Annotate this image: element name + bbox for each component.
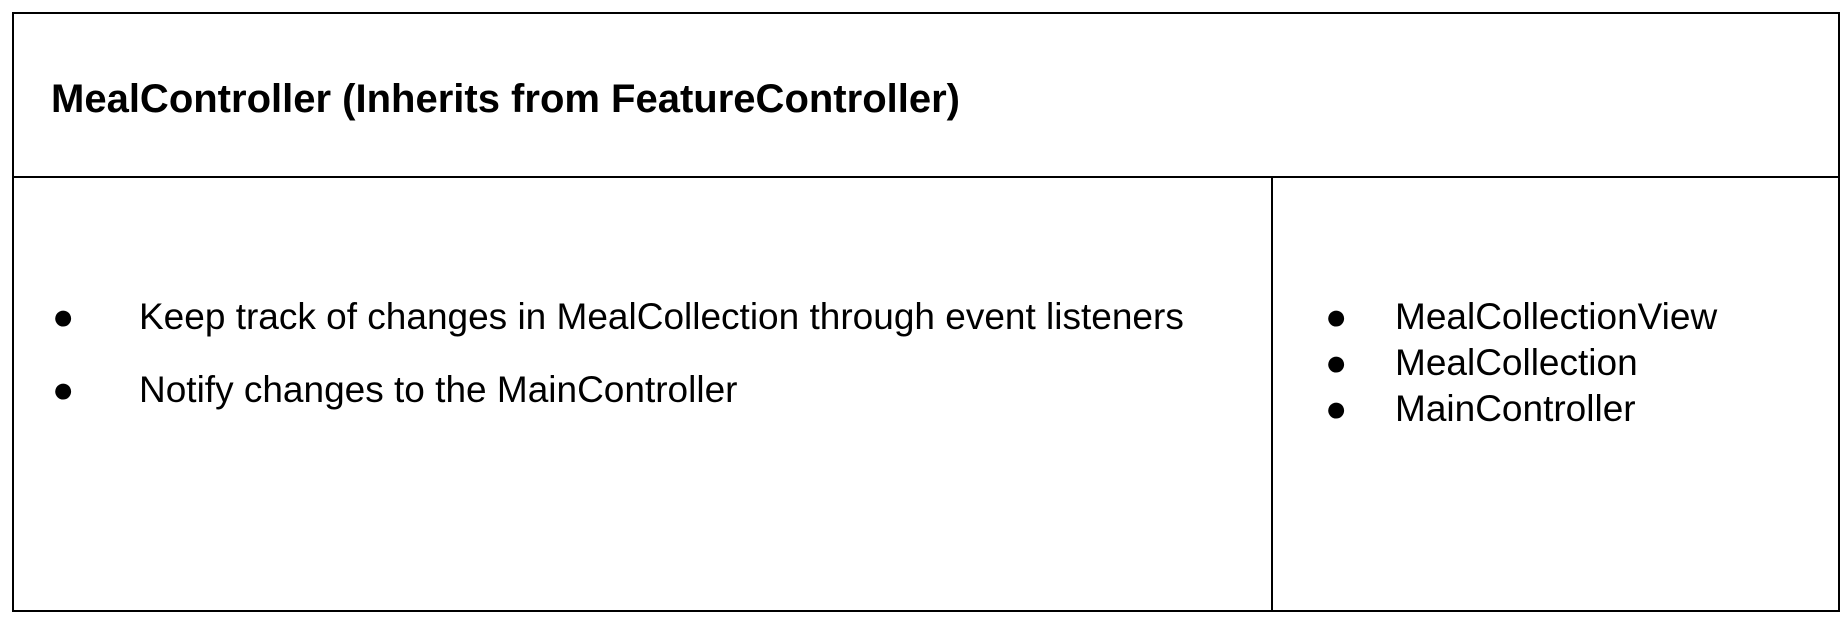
responsibility-item: ● Notify changes to the MainController bbox=[52, 369, 1184, 411]
bullet-icon: ● bbox=[52, 296, 75, 337]
collaborator-item: ● MealCollectionView bbox=[1325, 296, 1717, 338]
card-title: MealController (Inherits from FeatureCon… bbox=[51, 77, 960, 121]
bullet-icon: ● bbox=[1325, 296, 1348, 337]
collaborator-text: MainController bbox=[1395, 388, 1636, 429]
collaborator-text: MealCollectionView bbox=[1395, 296, 1718, 337]
collaborator-item: ● MainController bbox=[1325, 388, 1717, 430]
collaborators-section: ● MealCollectionView ● MealCollection ● … bbox=[1273, 178, 1838, 610]
collaborator-text: MealCollection bbox=[1395, 342, 1638, 383]
responsibilities-section: ● Keep track of changes in MealCollectio… bbox=[14, 178, 1273, 610]
crc-card: MealController (Inherits from FeatureCon… bbox=[12, 12, 1840, 612]
responsibilities-list: ● Keep track of changes in MealCollectio… bbox=[52, 296, 1184, 442]
card-header: MealController (Inherits from FeatureCon… bbox=[14, 14, 1838, 178]
responsibility-item: ● Keep track of changes in MealCollectio… bbox=[52, 296, 1184, 338]
collaborators-list: ● MealCollectionView ● MealCollection ● … bbox=[1325, 296, 1717, 434]
bullet-icon: ● bbox=[52, 369, 75, 410]
bullet-icon: ● bbox=[1325, 388, 1348, 429]
bullet-icon: ● bbox=[1325, 342, 1348, 383]
responsibility-text: Keep track of changes in MealCollection … bbox=[139, 296, 1184, 337]
responsibility-text: Notify changes to the MainController bbox=[139, 369, 738, 410]
collaborator-item: ● MealCollection bbox=[1325, 342, 1717, 384]
